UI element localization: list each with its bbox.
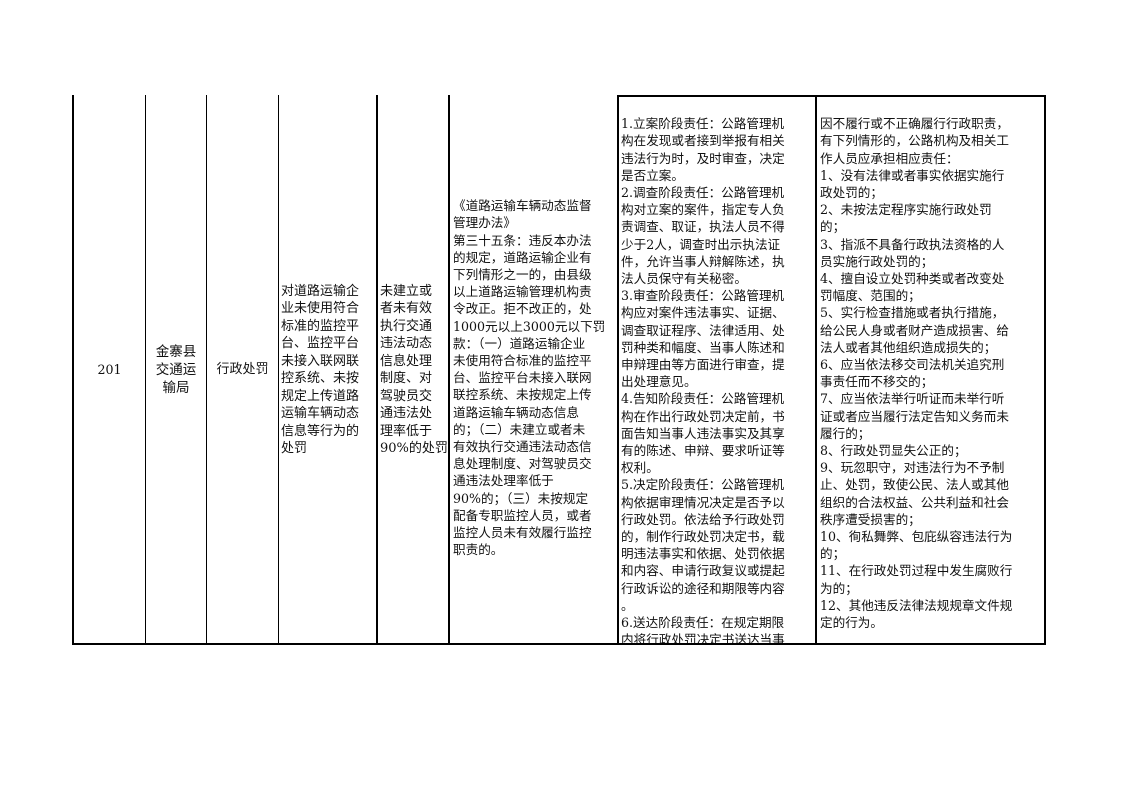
item-cell: 对道路运输企 业未使用符合 标准的监控平 台、监控平台 未接入联网联 控系统、未…: [279, 97, 376, 643]
col-border-6: [617, 95, 619, 644]
category-cell: 行政处罚: [207, 97, 278, 643]
responsibility-stages: 1.立案阶段责任：公路管理机 构在发现或者接到举报有相关 违法行为时，及时审查，…: [621, 116, 785, 643]
responsibility-cell: 1.立案阶段责任：公路管理机 构在发现或者接到举报有相关 违法行为时，及时审查，…: [619, 98, 815, 643]
col-border-8: [1044, 95, 1046, 644]
power-subitem-name: 未建立或 者未有效 执行交通 违法动态 信息处理 制度、对 驾驶员交 通违法处 …: [380, 283, 448, 457]
power-item-name: 对道路运输企 业未使用符合 标准的监控平 台、监控平台 未接入联网联 控系统、未…: [281, 283, 360, 457]
accountability-conditions: 因不履行或不正确履行行政职责， 有下列情形的，公路机构及相关工 作人员应承担相应…: [820, 116, 1013, 631]
col-border-0: [72, 95, 74, 644]
col-border-7: [815, 95, 817, 644]
col-border-1: [145, 95, 146, 644]
col-border-5: [448, 95, 450, 644]
table-bottom-border: [72, 643, 1046, 645]
accountability-cell: 因不履行或不正确履行行政职责， 有下列情形的，公路机构及相关工 作人员应承担相应…: [817, 98, 1044, 643]
col-border-3: [278, 95, 279, 644]
row-number-cell: 201: [74, 97, 145, 643]
row-number: 201: [97, 362, 122, 378]
power-category: 行政处罚: [216, 362, 269, 378]
table-top-border: [617, 95, 1046, 97]
subitem-cell: 未建立或 者未有效 执行交通 违法动态 信息处理 制度、对 驾驶员交 通违法处 …: [378, 97, 448, 643]
department-name: 金寨县 交通运 输局: [155, 344, 197, 396]
basis-cell: 《道路运输车辆动态监督 管理办法》 第三十五条：违反本办法 的规定，道路运输企业…: [450, 180, 617, 570]
legal-basis: 《道路运输车辆动态监督 管理办法》 第三十五条：违反本办法 的规定，道路运输企业…: [453, 198, 606, 558]
col-border-4: [376, 95, 378, 644]
department-cell: 金寨县 交通运 输局: [146, 97, 206, 643]
col-border-2: [206, 95, 207, 644]
